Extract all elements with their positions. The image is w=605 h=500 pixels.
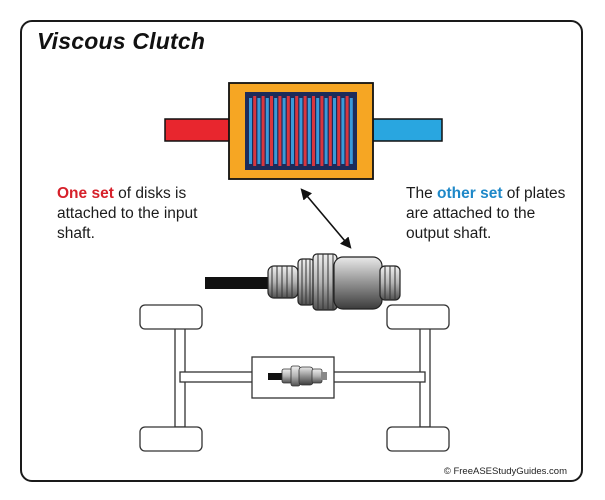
caption-right-text: of plates are attached to the output sha… [406,185,566,242]
input-disk [337,96,341,166]
output-plate [316,98,320,164]
output-plate [299,98,303,164]
caption-right-prefix: The [406,185,438,202]
output-plate [291,98,294,164]
output-plate [307,98,311,164]
input-disk [278,96,282,166]
input-disk [328,96,332,166]
chassis-clutch-unit-icon [268,365,327,387]
diagram-title: Viscous Clutch [37,28,206,54]
caption-left-highlight: One set [57,185,114,202]
caption-output-shaft: The other set of plates are attached to … [406,184,566,244]
clutch-unit-icon [205,253,401,311]
output-plate [349,98,353,164]
output-plate [333,98,336,164]
input-disk [253,96,257,166]
output-plate [341,98,345,164]
input-disk [320,96,324,166]
input-disk [303,96,307,166]
output-plate [257,98,261,164]
caption-left-text: of disks is attached to the input shaft. [57,185,198,242]
input-disk [295,96,299,166]
input-disk [261,96,265,166]
input-disk [270,96,273,166]
input-disk [345,96,349,166]
input-shaft [164,118,236,142]
output-plate [324,98,328,164]
output-shaft [369,118,443,142]
input-disk [312,96,315,166]
copyright-credit: © FreeASEStudyGuides.com [443,466,567,477]
output-plate [249,98,252,164]
double-arrow-icon [300,188,352,249]
caption-input-shaft: One set of disks is attached to the inpu… [57,184,232,244]
output-plate [265,98,269,164]
output-plate [282,98,286,164]
input-disk [286,96,290,166]
disk-stack [249,96,353,166]
caption-right-highlight: other set [437,185,503,202]
output-plate [274,98,278,164]
